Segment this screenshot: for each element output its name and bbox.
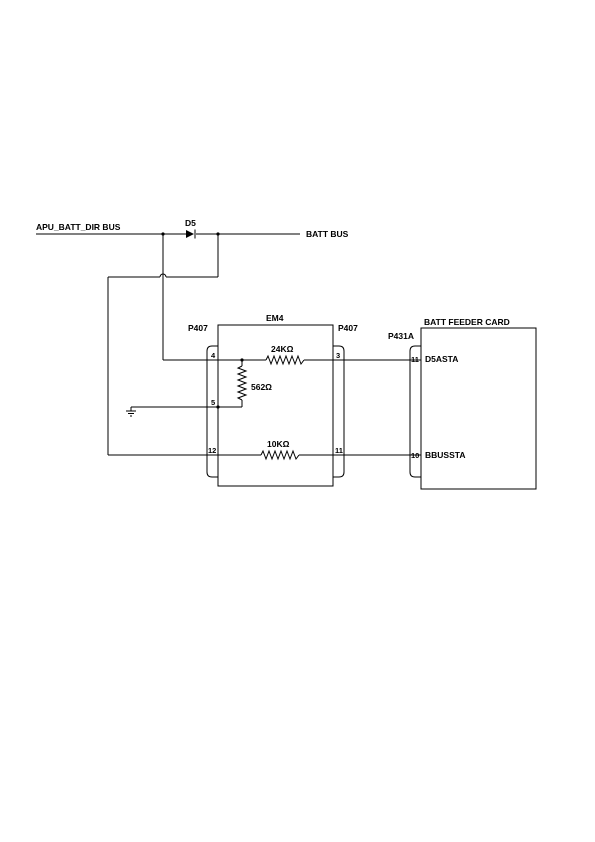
diode-ref-label: D5 [185,218,196,228]
em4-ref-label: EM4 [266,313,284,323]
batt-feeder-card-label: BATT FEEDER CARD [424,317,510,327]
em4-left-connector-label: P407 [188,323,208,333]
diode-bypass-loop [107,234,219,456]
signal-d5asta-label: D5ASTA [425,354,458,364]
resistor-24k-label: 24KΩ [271,344,294,354]
pin-11-label: 11 [335,446,343,455]
resistor-562-label: 562Ω [251,382,272,392]
batt-feeder-card-box [420,327,537,490]
em4-right-connector-outline [333,345,345,478]
resistor-10k-label: 10KΩ [267,439,290,449]
apu-batt-dir-bus-label: APU_BATT_DIR BUS [36,222,121,232]
pin-4-label: 4 [211,351,216,360]
em4-left-connector-outline [206,345,218,478]
pin-3-label: 3 [336,351,340,360]
internal-upper-path [218,354,333,366]
pin-12-label: 12 [208,446,216,455]
ground-wire [130,406,218,411]
signal-bbussta-label: BBUSSTA [425,450,465,460]
card-wires [333,359,421,456]
diode-d5 [186,229,196,239]
internal-shunt-path [216,360,248,409]
card-connector-outline [409,345,421,478]
em4-right-connector-label: P407 [338,323,358,333]
batt-bus-label: BATT BUS [306,229,349,239]
main-bus [36,232,300,236]
pin4-feed-wire [162,234,218,361]
pin-5-label: 5 [211,398,215,407]
card-pin-11-label: 11 [411,355,419,364]
card-pin-10-label: 10 [411,451,419,460]
internal-lower-path [218,449,333,461]
card-connector-label: P431A [388,331,414,341]
ground-icon [126,410,136,417]
